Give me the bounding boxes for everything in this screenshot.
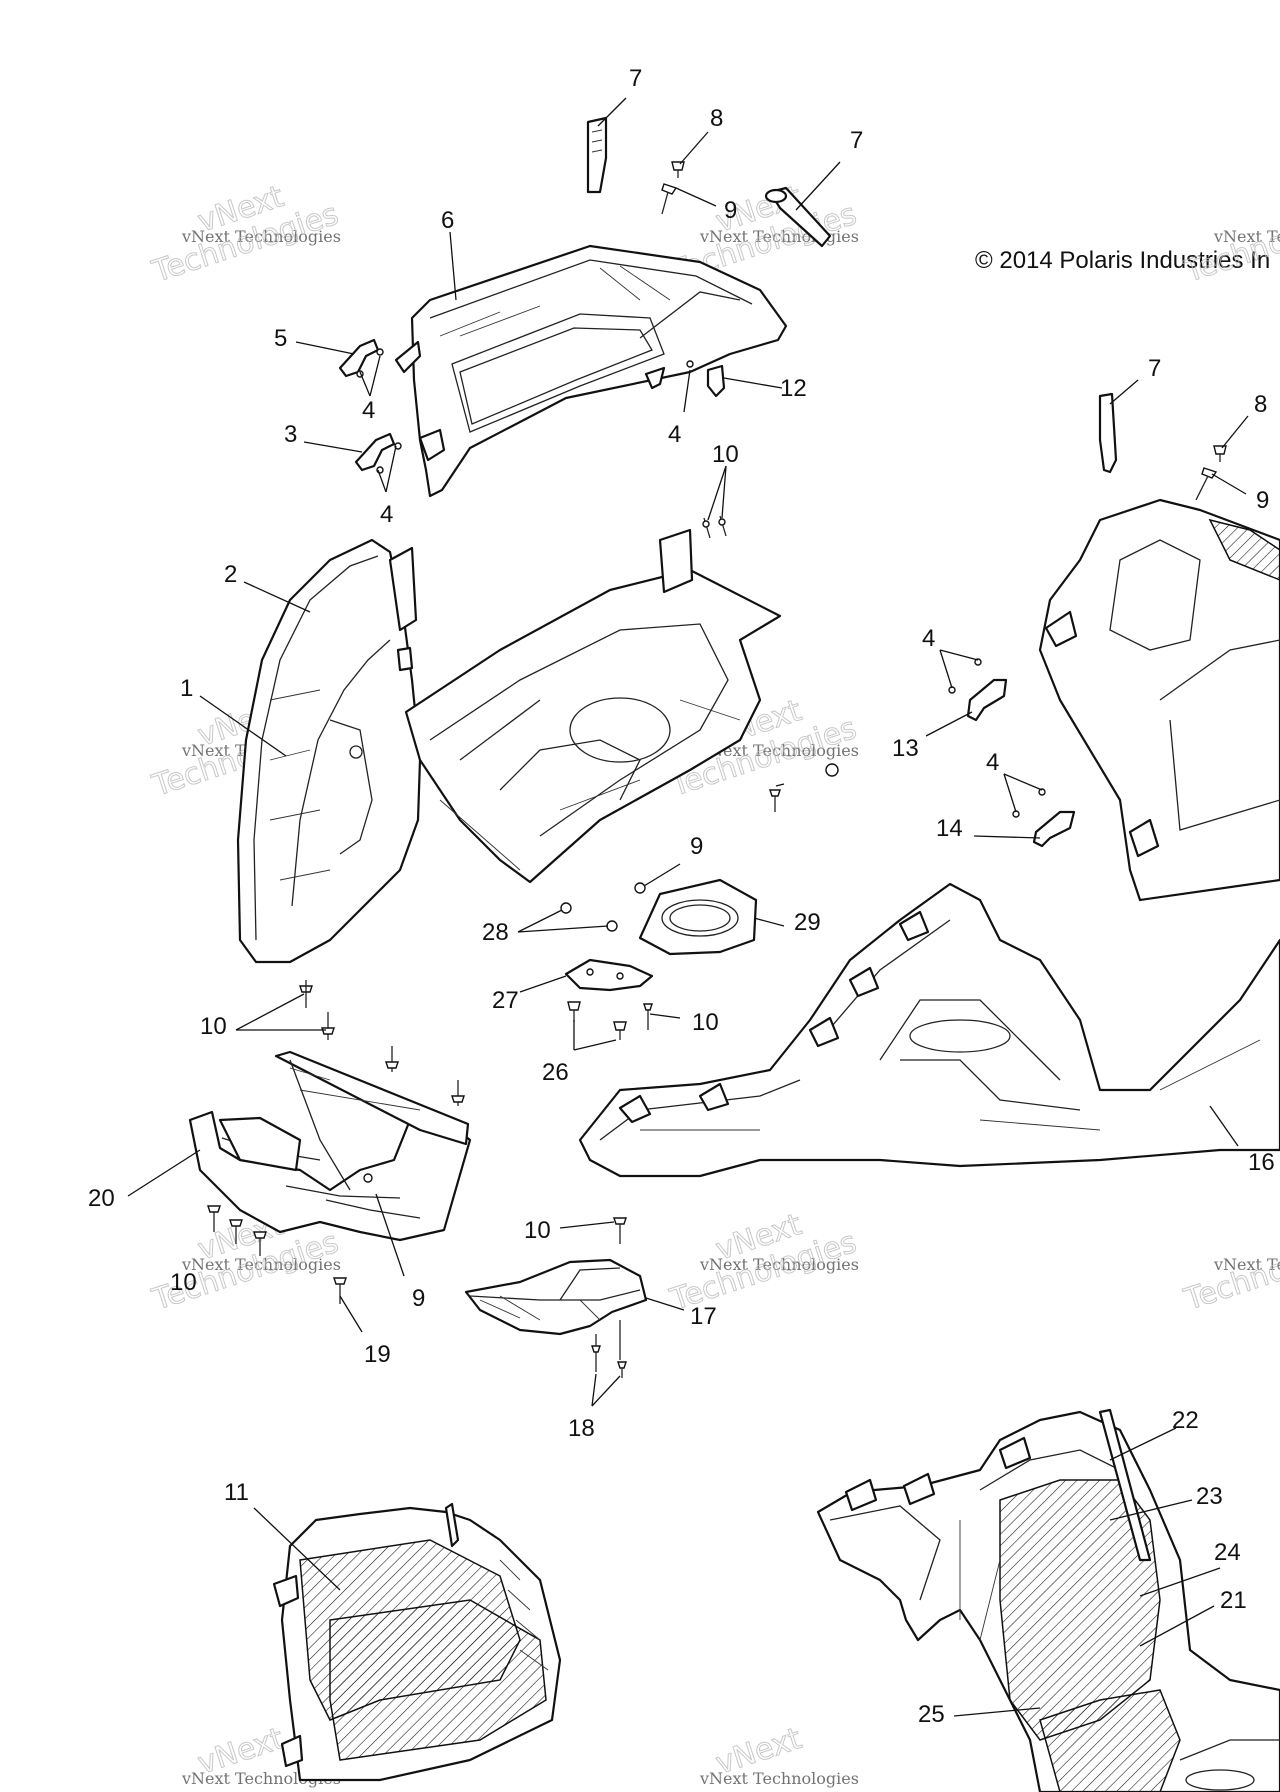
lower-panel-part-20 xyxy=(188,1050,472,1242)
svg-text:vNext Technologies: vNext Technologies xyxy=(699,1255,859,1274)
floor-panel xyxy=(404,528,782,884)
watermark: vNext Technologies Technologies xyxy=(1179,196,1280,290)
callout-label: 8 xyxy=(710,105,723,132)
bracket-part-14 xyxy=(1012,788,1076,848)
callout-label: 4 xyxy=(380,501,393,528)
callout-label: 29 xyxy=(794,909,821,936)
svg-text:vNext Technologies: vNext Technologies xyxy=(181,1255,341,1274)
callout-label: 21 xyxy=(1220,1587,1247,1614)
parts xyxy=(188,116,1280,1792)
callout-label: 25 xyxy=(918,1701,945,1728)
bracket-part-27 xyxy=(564,958,654,992)
callout-label: 28 xyxy=(482,919,509,946)
callout-label: 6 xyxy=(441,207,454,234)
front-fender-part-2 xyxy=(236,538,422,964)
callout-label: 9 xyxy=(690,833,703,860)
callout-label: 9 xyxy=(412,1285,425,1312)
screw-part-9-right xyxy=(1195,467,1218,501)
push-rivet-part-8-right xyxy=(1213,445,1227,462)
screws-part-10-lower-left xyxy=(207,1205,267,1256)
callout-label: 4 xyxy=(668,421,681,448)
side-box-part-11 xyxy=(272,1502,562,1782)
callout-labels: 7 8 7 9 6 5 4 3 4 4 12 10 7 8 9 2 1 4 13… xyxy=(88,65,1275,1728)
watermark: vNext Technologies vNext xyxy=(699,1721,859,1788)
callout-label: 4 xyxy=(986,749,999,776)
callout-label: 7 xyxy=(850,127,863,154)
svg-text:vNext Technologies: vNext Technologies xyxy=(1213,227,1280,246)
callout-label: 20 xyxy=(88,1185,115,1212)
svg-text:vNext Technologies: vNext Technologies xyxy=(181,227,341,246)
callout-label: 26 xyxy=(542,1059,569,1086)
callout-label: 10 xyxy=(170,1269,197,1296)
callout-label: 17 xyxy=(690,1303,717,1330)
strap-part-7-right xyxy=(1098,392,1118,474)
callout-label: 11 xyxy=(224,1479,249,1506)
screw-part-9 xyxy=(661,183,678,215)
callout-label: 16 xyxy=(1248,1149,1275,1176)
callout-label: 3 xyxy=(284,421,297,448)
svg-text:vNext Technologies: vNext Technologies xyxy=(1213,1255,1280,1274)
copyright-notice: © 2014 Polaris Industries In xyxy=(975,247,1270,274)
watermark: vNext Technologies Technologies xyxy=(1179,1224,1280,1318)
callout-label: 4 xyxy=(362,397,375,424)
screw-part-10-mid xyxy=(613,1217,627,1244)
callout-label: 9 xyxy=(1256,487,1269,514)
callout-label: 1 xyxy=(180,675,193,702)
callout-label: 22 xyxy=(1172,1407,1199,1434)
callout-label: 4 xyxy=(922,625,935,652)
callout-label: 9 xyxy=(724,197,737,224)
svg-text:vNext Technologies: vNext Technologies xyxy=(699,1769,859,1788)
nut-part-28 xyxy=(560,902,618,932)
callout-label: 5 xyxy=(274,325,287,352)
svg-text:vNext Technologies: vNext Technologies xyxy=(699,741,859,760)
strap-part-7-angled xyxy=(764,186,832,248)
callout-label: 7 xyxy=(1148,355,1161,382)
callout-label: 10 xyxy=(692,1009,719,1036)
callout-label: 23 xyxy=(1196,1483,1223,1510)
callout-label: 27 xyxy=(492,987,519,1014)
bracket-part-13 xyxy=(948,658,1008,722)
ring-part-29 xyxy=(634,878,758,956)
callout-label: 10 xyxy=(712,441,739,468)
callout-label: 7 xyxy=(629,65,642,92)
right-rear-box xyxy=(1038,498,1280,902)
push-rivet-part-8 xyxy=(671,161,685,178)
callout-label: 19 xyxy=(364,1341,391,1368)
callout-label: 2 xyxy=(224,561,237,588)
clip-part-12 xyxy=(686,360,726,398)
watermark: vNext Technologies vNext Technologies xyxy=(665,1207,861,1319)
svg-text:Technologies: Technologies xyxy=(1180,1225,1280,1318)
callout-label: 13 xyxy=(892,735,919,762)
screws-part-18 xyxy=(591,1320,627,1378)
watermark: vNext Technologies vNext Technologies xyxy=(147,179,343,291)
callout-label: 24 xyxy=(1214,1539,1241,1566)
callout-label: 8 xyxy=(1254,391,1267,418)
bracket-part-3 xyxy=(354,432,402,474)
callout-label: 10 xyxy=(200,1013,227,1040)
clips-part-10 xyxy=(702,515,839,812)
rear-fender-assembly xyxy=(816,1408,1280,1792)
strap-part-7 xyxy=(586,116,608,194)
bracket-part-5 xyxy=(338,338,384,378)
tray-part-17 xyxy=(464,1258,648,1336)
svg-text:Technologies: Technologies xyxy=(1180,197,1280,290)
callout-label: 10 xyxy=(524,1217,551,1244)
leader-lines xyxy=(127,97,1249,1717)
side-panel-part-16 xyxy=(578,882,1280,1178)
screw-part-19 xyxy=(333,1277,347,1304)
callout-label: 14 xyxy=(936,815,963,842)
screws-part-26 xyxy=(567,1001,653,1040)
callout-label: 18 xyxy=(568,1415,595,1442)
clips-part-10-lower xyxy=(299,980,465,1106)
callout-label: 12 xyxy=(780,375,807,402)
